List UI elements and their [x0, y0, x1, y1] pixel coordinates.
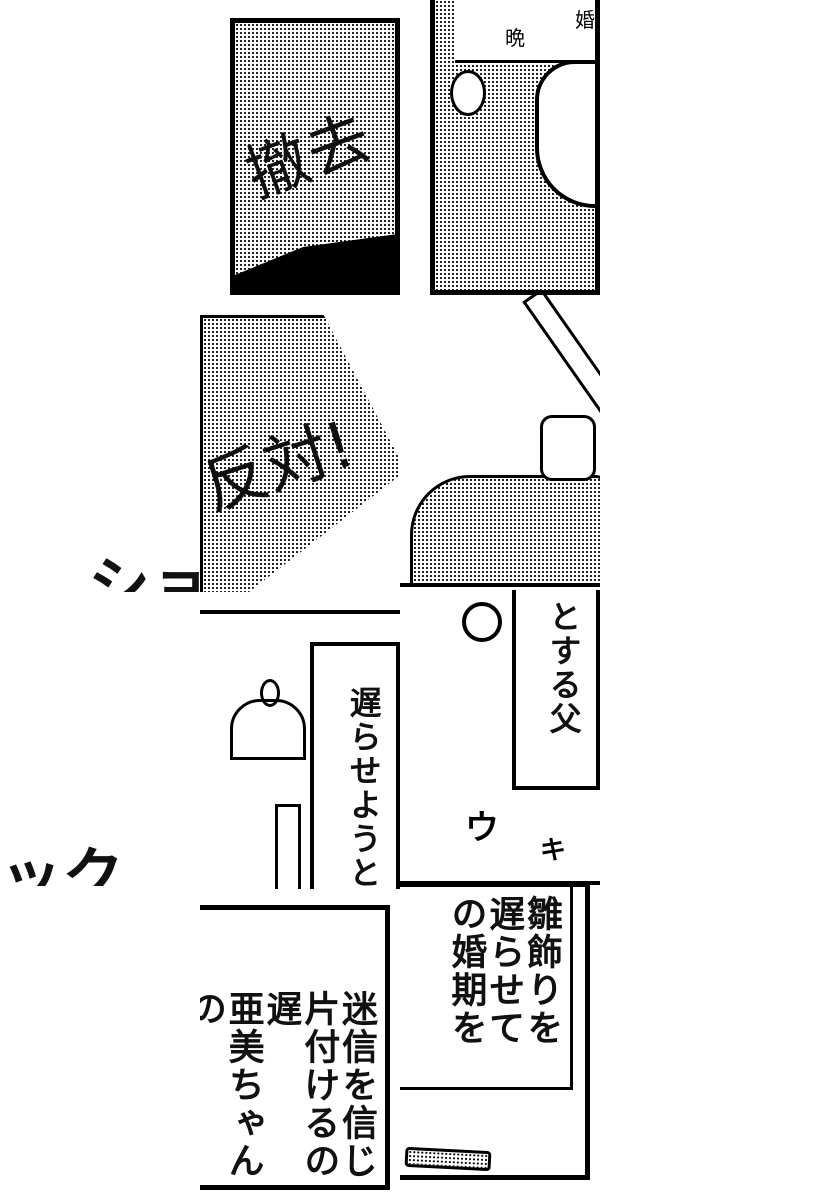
caption-hina-line-3: の婚期を — [445, 895, 487, 1047]
shadow — [235, 233, 395, 291]
panel-sign-top: 撤去 — [230, 18, 400, 296]
panel-sign-middle: 反対! — [200, 295, 400, 592]
panel-hina-caption: 雛飾りを 遅らせて の婚期を — [400, 882, 590, 1180]
caption-delay: 遅らせようと — [344, 686, 383, 889]
panel-father-caption: とする父 ウ キ — [400, 590, 600, 885]
caption-hina: 雛飾りを 遅らせて の婚期を — [445, 895, 562, 1047]
panel-superstition: 迷信を信じ 片付けるの遅 亜美ちゃんの — [200, 905, 390, 1190]
sfx-shock-2: ック — [0, 840, 125, 886]
caption-superstition: 迷信を信じ 片付けるの遅 亜美ちゃんの — [200, 990, 377, 1185]
headband-text-1: 晩 — [505, 26, 525, 50]
caption-hina-line-1: 雛飾りを — [521, 895, 562, 1047]
sign-top-text: 撤去 — [236, 99, 382, 212]
caption-father: とする父 — [544, 600, 583, 736]
caption-hina-line-2: 遅らせて — [483, 895, 525, 1047]
sfx-small-1: ウ — [465, 808, 499, 848]
caption-superstition-line-3: 亜美ちゃんの — [200, 990, 264, 1180]
sfx-small-2: キ — [540, 836, 567, 866]
clock-icon — [462, 602, 502, 642]
caption-superstition-line-2: 片付けるの遅 — [260, 990, 340, 1180]
stick-end — [404, 1146, 492, 1172]
headband-text-2: 婚 — [575, 8, 595, 32]
panel-hina-dolls: 遅らせようと — [200, 610, 400, 889]
panel-hand-stick — [400, 295, 600, 587]
panel-father-headband: 晩 婚 — [430, 0, 600, 295]
caption-superstition-line-1: 迷信を信じ — [336, 990, 377, 1180]
sfx-shock-1: ショ — [88, 549, 213, 592]
